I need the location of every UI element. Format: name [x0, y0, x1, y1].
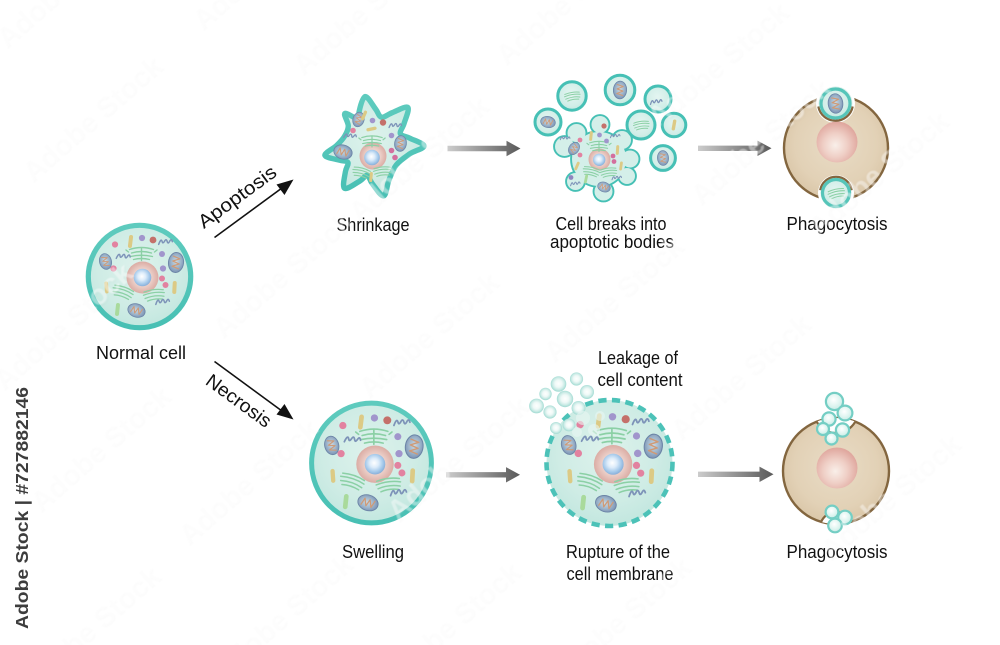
svg-text:Adobe Stock: Adobe Stock	[206, 205, 359, 344]
svg-text:Adobe Stock: Adobe Stock	[352, 265, 505, 404]
svg-text:Adobe Stock: Adobe Stock	[14, 559, 167, 645]
svg-text:Phagocytosis: Phagocytosis	[787, 541, 888, 562]
svg-text:Adobe Stock: Adobe Stock	[0, 257, 139, 396]
svg-text:Cell breaks into: Cell breaks into	[556, 213, 667, 234]
svg-text:Necrosis: Necrosis	[201, 371, 275, 433]
svg-text:Adobe Stock: Adobe Stock	[489, 0, 642, 70]
svg-text:Rupture of the: Rupture of the	[566, 541, 670, 562]
svg-text:cell membrane: cell membrane	[567, 563, 674, 584]
svg-text:Adobe Stock: Adobe Stock	[24, 379, 177, 518]
svg-text:Phagocytosis: Phagocytosis	[787, 213, 888, 234]
svg-text:Adobe Stock: Adobe Stock	[664, 307, 817, 446]
svg-text:apoptotic bodies: apoptotic bodies	[550, 231, 674, 252]
svg-text:Swelling: Swelling	[342, 541, 404, 562]
svg-text:Adobe Stock: Adobe Stock	[286, 0, 439, 80]
svg-text:Adobe Stock | #727882146: Adobe Stock | #727882146	[12, 387, 32, 629]
svg-text:Adobe Stock: Adobe Stock	[172, 412, 325, 551]
svg-text:cell content: cell content	[598, 369, 683, 390]
svg-text:Normal cell: Normal cell	[96, 342, 186, 363]
svg-text:Adobe Stock: Adobe Stock	[16, 49, 169, 188]
svg-text:Adobe Stock: Adobe Stock	[206, 547, 359, 645]
svg-text:Shrinkage: Shrinkage	[337, 214, 410, 235]
svg-text:Leakage of: Leakage of	[598, 347, 679, 368]
